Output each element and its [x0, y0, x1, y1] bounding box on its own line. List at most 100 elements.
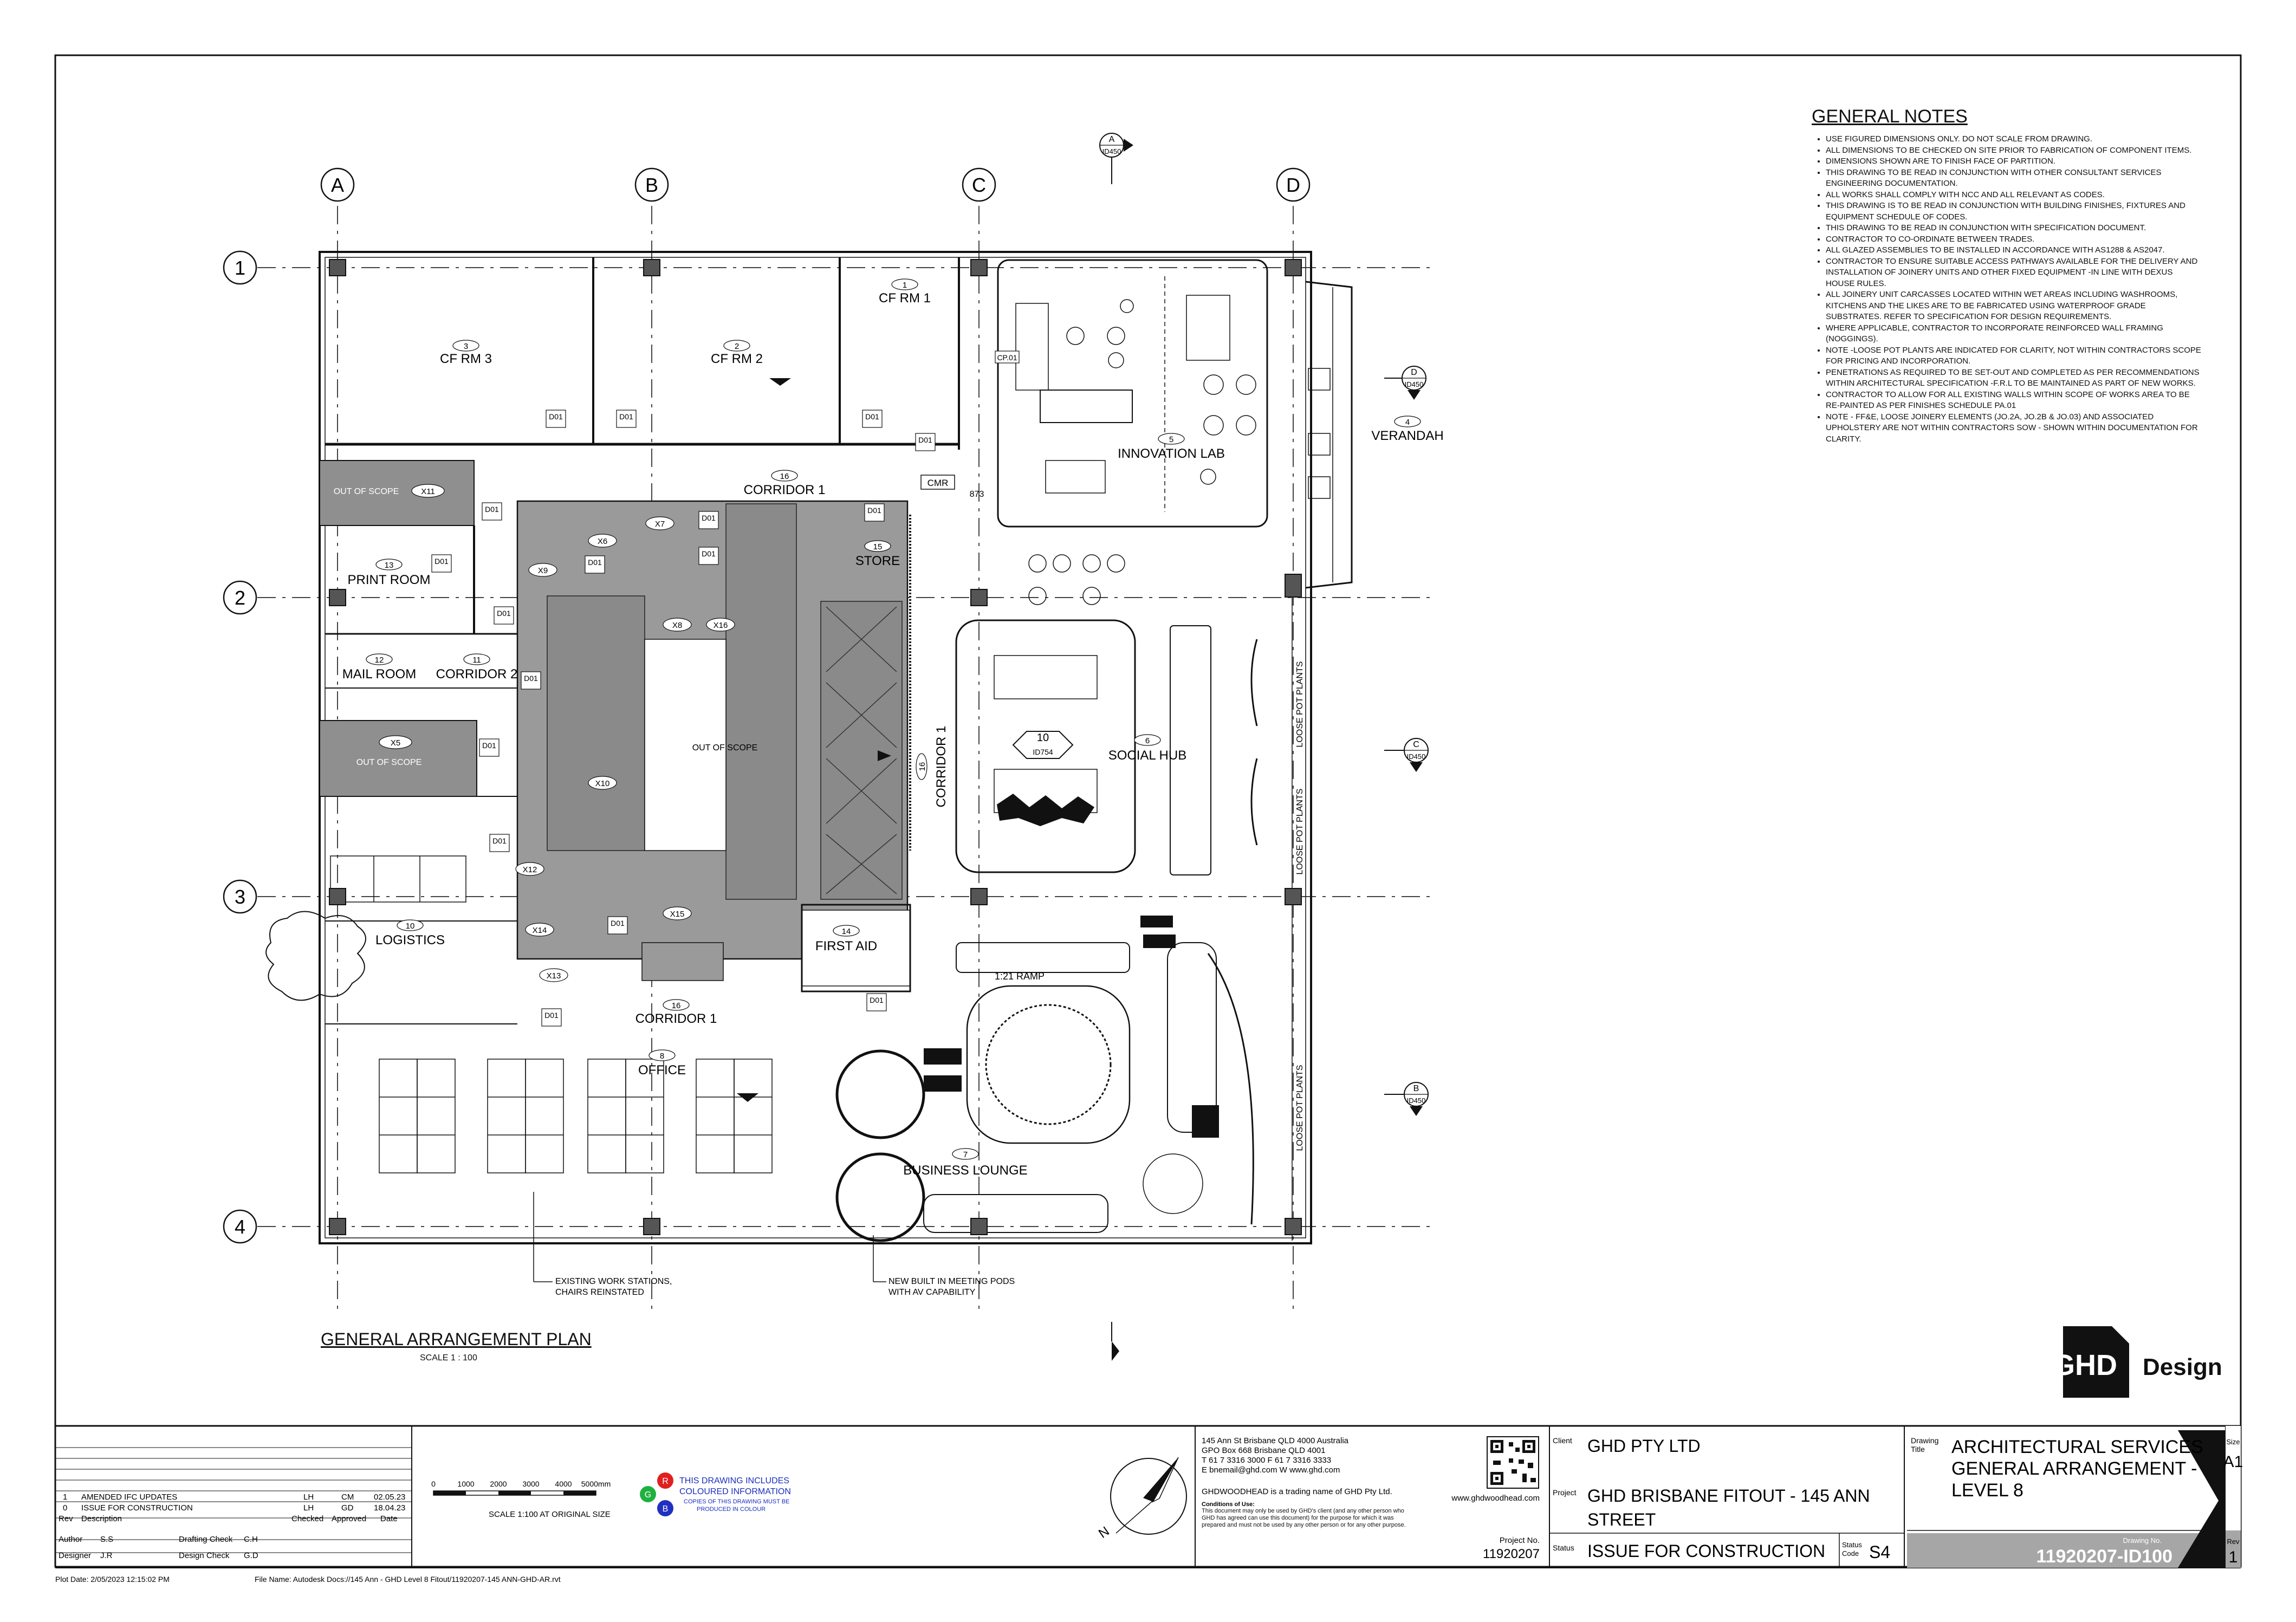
section-marker-C: C ID450	[1384, 738, 1429, 772]
door-tag-13: D01	[479, 738, 500, 757]
door-tag-11: D01	[494, 606, 514, 625]
office-address: 145 Ann St Brisbane QLD 4000 Australia G…	[1202, 1436, 1540, 1561]
svg-text:CMR: CMR	[928, 478, 949, 488]
room-label-cf-rm-2: 2CF RM 2	[711, 340, 763, 366]
loose-pot-plants-label-1: LOOSE POT PLANTS	[1295, 661, 1305, 748]
svg-text:D: D	[1411, 368, 1417, 377]
scale-bar: 0 1000 2000 3000 4000 5000mm SCALE 1:100…	[431, 1480, 611, 1519]
svg-text:X15: X15	[670, 910, 685, 919]
qr-code-icon	[1487, 1436, 1539, 1489]
svg-text:T 61 7 3316 3000 F 61 7 3316: T 61 7 3316 3000 F 61 7 3316 3333	[1202, 1456, 1331, 1465]
svg-text:D01: D01	[497, 609, 511, 618]
door-tag-4: D01	[915, 433, 936, 451]
svg-text:GHD: GHD	[2052, 1349, 2117, 1381]
svg-text:A: A	[1109, 135, 1115, 144]
loose-pot-plants-label-3: LOOSE POT PLANTS	[1295, 1065, 1305, 1151]
title-block-wedge	[2178, 1430, 2226, 1568]
svg-text:LOGISTICS: LOGISTICS	[375, 933, 445, 948]
svg-text:11: 11	[472, 656, 481, 665]
svg-text:X9: X9	[538, 566, 548, 575]
svg-text:Drawing No.: Drawing No.	[2123, 1536, 2162, 1545]
note-item: USE FIGURED DIMENSIONS ONLY. DO NOT SCAL…	[1826, 134, 2202, 145]
svg-text:PRODUCED IN COLOUR: PRODUCED IN COLOUR	[697, 1506, 766, 1513]
svg-text:Status: Status	[1842, 1541, 1862, 1549]
svg-text:N: N	[1096, 1524, 1112, 1541]
door-tag-12: D01	[521, 671, 541, 690]
svg-text:ID754: ID754	[1033, 748, 1053, 756]
svg-text:C: C	[1413, 740, 1419, 749]
rev-cell	[2226, 1530, 2241, 1568]
svg-text:NEW BUILT IN MEETING PODS: NEW BUILT IN MEETING PODS	[888, 1277, 1015, 1286]
door-tag-10: D01	[698, 547, 719, 565]
room-label-cf-rm-3: 3CF RM 3	[440, 340, 492, 366]
ghd-design-logo: GHD Design	[2052, 1326, 2222, 1398]
svg-text:D01: D01	[918, 436, 932, 444]
svg-text:Project: Project	[1553, 1488, 1577, 1497]
svg-text:Client: Client	[1553, 1436, 1572, 1445]
door-tag-9: D01	[585, 555, 605, 574]
svg-text:D01: D01	[588, 558, 602, 567]
svg-text:PRINT ROOM: PRINT ROOM	[348, 573, 431, 587]
svg-text:ID450: ID450	[1407, 752, 1426, 761]
grid-bubble-A: A	[320, 167, 355, 202]
svg-text:EXISTING WORK STATIONS,: EXISTING WORK STATIONS,	[555, 1277, 672, 1286]
svg-text:Checked: Checked	[291, 1514, 323, 1523]
svg-text:THIS DRAWING INCLUDES: THIS DRAWING INCLUDES	[679, 1476, 789, 1485]
svg-text:2000: 2000	[490, 1480, 507, 1488]
grid-bubble-2: 2	[223, 580, 257, 615]
svg-text:Date: Date	[380, 1514, 398, 1523]
door-tag-8: D01	[431, 554, 452, 573]
svg-text:Author: Author	[59, 1535, 82, 1544]
note-item: PENETRATIONS AS REQUIRED TO BE SET-OUT A…	[1826, 367, 2202, 390]
svg-text:8: 8	[660, 1052, 664, 1061]
x-tag-x10: X10	[588, 776, 617, 790]
svg-text:Designer: Designer	[59, 1551, 91, 1560]
svg-text:GD: GD	[341, 1503, 354, 1513]
note-item: NOTE - FF&E, LOOSE JOINERY ELEMENTS (JO.…	[1826, 412, 2202, 445]
interior-walls	[325, 257, 960, 1024]
svg-text:LH: LH	[303, 1493, 314, 1502]
x-tag-x11: X11	[411, 484, 445, 498]
door-tag-17: D01	[541, 1008, 562, 1027]
svg-text:C: C	[972, 174, 986, 196]
svg-text:B: B	[663, 1504, 669, 1514]
svg-text:CF RM 1: CF RM 1	[879, 291, 931, 306]
dimension-873: 873	[970, 490, 984, 499]
svg-text:6: 6	[1145, 736, 1150, 745]
svg-text:X10: X10	[595, 779, 610, 788]
note-item: CONTRACTOR TO ALLOW FOR ALL EXISTING WAL…	[1826, 390, 2202, 412]
svg-text:4: 4	[235, 1216, 245, 1238]
grid-bubble-B: B	[634, 167, 669, 202]
title-block-frame	[55, 1425, 2241, 1568]
title-block-main: Client GHD PTY LTD Project GHD BRISBANE …	[1553, 1436, 1890, 1562]
svg-text:1: 1	[63, 1493, 67, 1502]
general-notes-title: GENERAL NOTES	[1812, 106, 1968, 127]
note-item: ALL JOINERY UNIT CARCASSES LOCATED WITHI…	[1826, 289, 2202, 323]
corridor-1-vertical-tag: 16	[916, 753, 928, 780]
svg-text:7: 7	[963, 1150, 968, 1159]
drawing-number-band	[1907, 1533, 2226, 1568]
svg-text:D01: D01	[611, 919, 625, 927]
svg-text:X8: X8	[672, 621, 682, 630]
svg-text:ISSUE FOR CONSTRUCTION: ISSUE FOR CONSTRUCTION	[81, 1503, 193, 1513]
svg-text:E bnemail@ghd.com W www.ghd.c: E bnemail@ghd.com W www.ghd.com	[1202, 1465, 1340, 1475]
svg-text:12: 12	[375, 656, 384, 665]
note-item: CONTRACTOR TO ENSURE SUITABLE ACCESS PAT…	[1826, 256, 2202, 290]
svg-text:X13: X13	[547, 971, 561, 981]
svg-text:COPIES OF THIS DRAWING MUST BE: COPIES OF THIS DRAWING MUST BE	[684, 1498, 789, 1505]
general-notes: GENERAL NOTES USE FIGURED DIMENSIONS ONL…	[1812, 106, 2202, 445]
svg-text:15: 15	[873, 542, 883, 552]
file-name: File Name: Autodesk Docs://145 Ann - GHD…	[255, 1575, 561, 1584]
svg-text:13: 13	[385, 561, 394, 570]
svg-text:A1: A1	[2223, 1453, 2243, 1471]
x-tag-x6: X6	[588, 534, 617, 548]
svg-text:INNOVATION LAB: INNOVATION LAB	[1118, 446, 1225, 461]
svg-text:11920207-ID100: 11920207-ID100	[2036, 1546, 2172, 1567]
x-tag-x5: X5	[379, 735, 412, 749]
svg-text:D01: D01	[619, 412, 633, 421]
svg-text:D01: D01	[870, 996, 884, 1004]
sheet-border	[54, 54, 2242, 1568]
svg-text:D01: D01	[549, 412, 563, 421]
